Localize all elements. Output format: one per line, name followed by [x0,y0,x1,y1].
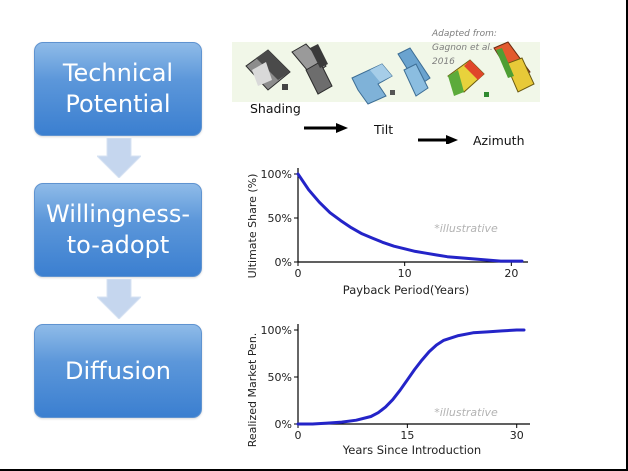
y-tick-label: 50% [268,371,292,384]
y-tick-label: 0% [275,418,292,431]
rooftop-illustration [232,41,540,144]
plot-area: 0% 50% 100% 0 15 30 [261,324,530,442]
azimuth-roof-image [447,41,535,97]
x-tick-label: 20 [504,267,518,280]
series-line [296,328,526,426]
diffusion-chart: 0% 50% 100% 0 15 30 Realized Market Pen. Year… [246,324,530,457]
x-axis-label: Years Since Introduction [342,443,481,457]
tilt-caption: Tilt [374,122,394,137]
illustrative-annotation: *illustrative [434,222,498,235]
willingness-to-adopt-box: Willingness- to-adopt [34,183,202,277]
down-arrow-icon [97,279,141,319]
x-tick-label: 30 [510,429,524,442]
illustrative-annotation: *illustrative [434,406,498,419]
plot-area: 0% 50% 100% 0 10 20 [261,168,528,280]
x-axis-label: Payback Period(Years) [343,283,469,297]
shading-roof-image [245,43,333,95]
x-tick-label: 10 [398,267,412,280]
azimuth-caption: Azimuth [473,133,525,148]
payback-chart: 0% 50% 100% 0 10 20 Ultimate Share (%) Paybac… [246,168,528,297]
y-axis-label: Ultimate Share (%) [246,174,259,279]
source-credit: Adapted from: Gagnon et al. 2016 [432,29,497,67]
series-line [296,172,524,263]
y-tick-label: 100% [261,324,292,337]
y-tick-label: 50% [268,212,292,225]
technical-potential-box: Technical Potential [34,42,202,136]
x-tick-label: 0 [295,267,302,280]
y-tick-label: 0% [275,256,292,269]
x-tick-label: 0 [295,429,302,442]
right-arrow-icon [304,123,348,133]
right-arrow-icon [418,135,458,144]
y-tick-label: 100% [261,168,292,181]
shading-caption: Shading [250,101,301,116]
x-tick-label: 15 [400,429,414,442]
y-axis-label: Realized Market Pen. [246,333,259,448]
down-arrow-icon [97,138,141,178]
tilt-roof-image [351,47,431,105]
diffusion-box: Diffusion [34,324,202,418]
